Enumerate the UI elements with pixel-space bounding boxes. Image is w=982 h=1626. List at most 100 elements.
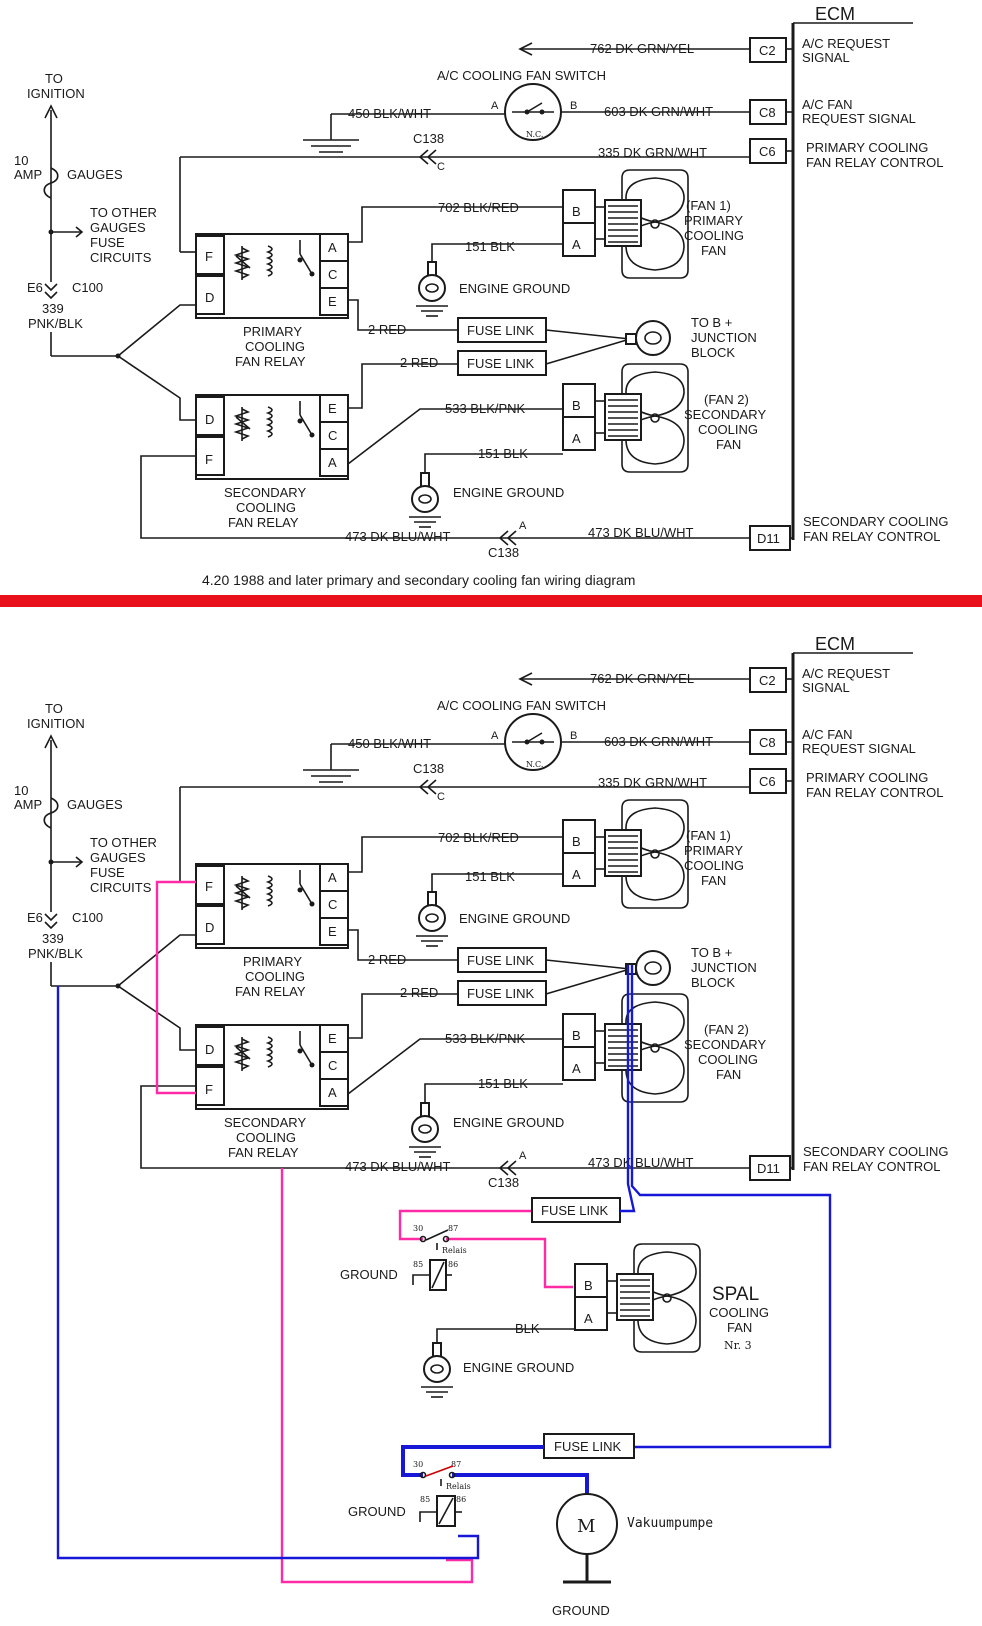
svg-text:A: A	[328, 240, 337, 255]
svg-text:PRIMARY: PRIMARY	[243, 324, 302, 339]
svg-text:Relais: Relais	[442, 1246, 467, 1255]
svg-text:B: B	[572, 1028, 581, 1043]
svg-text:PNK/BLK: PNK/BLK	[28, 946, 83, 961]
svg-text:D: D	[205, 290, 214, 305]
pink-wire-relay-to-spal	[446, 1237, 573, 1289]
svg-text:FAN: FAN	[727, 1320, 752, 1335]
svg-text:FUSE: FUSE	[90, 235, 125, 250]
svg-text:C: C	[437, 791, 445, 803]
vacuum-relay: 30 87 Relais 85 86 GROUND	[348, 1460, 471, 1527]
svg-text:FUSE LINK: FUSE LINK	[467, 323, 535, 338]
svg-text:C: C	[328, 428, 337, 443]
svg-text:FAN RELAY CONTROL: FAN RELAY CONTROL	[806, 155, 944, 170]
svg-text:C100: C100	[72, 280, 103, 295]
svg-text:TO B +: TO B +	[691, 945, 732, 960]
svg-text:FAN RELAY CONTROL: FAN RELAY CONTROL	[806, 785, 944, 800]
svg-text:F: F	[205, 249, 213, 264]
wire-762: 762 DK GRN/YEL	[590, 41, 694, 56]
svg-text:GROUND: GROUND	[552, 1603, 610, 1618]
svg-text:TO: TO	[45, 701, 63, 716]
svg-text:10: 10	[14, 783, 28, 798]
svg-text:A/C REQUEST: A/C REQUEST	[802, 666, 890, 681]
pink-wire-d11-to-relay	[280, 1168, 474, 1584]
svg-text:COOLING: COOLING	[245, 339, 305, 354]
ring-terminal	[635, 320, 671, 356]
svg-text:REQUEST SIGNAL: REQUEST SIGNAL	[802, 111, 916, 126]
svg-text:D: D	[205, 1042, 214, 1057]
wire-335: 335 DK GRN/WHT	[598, 145, 707, 160]
svg-text:151 BLK: 151 BLK	[465, 869, 515, 884]
svg-text:SIGNAL: SIGNAL	[802, 680, 850, 695]
svg-text:SECONDARY COOLING: SECONDARY COOLING	[803, 1144, 948, 1159]
svg-text:PRIMARY: PRIMARY	[684, 213, 743, 228]
svg-text:D11: D11	[757, 531, 780, 546]
svg-text:335 DK GRN/WHT: 335 DK GRN/WHT	[598, 775, 707, 790]
svg-text:(FAN 1): (FAN 1)	[686, 828, 731, 843]
svg-text:JUNCTION: JUNCTION	[691, 960, 757, 975]
svg-text:86: 86	[456, 1495, 466, 1504]
svg-text:2 RED: 2 RED	[400, 985, 438, 1000]
svg-text:ENGINE GROUND: ENGINE GROUND	[453, 485, 564, 500]
wire-450: 450 BLK/WHT	[348, 106, 431, 121]
svg-text:C138: C138	[413, 761, 444, 776]
svg-text:A: A	[328, 455, 337, 470]
svg-text:GAUGES: GAUGES	[90, 850, 146, 865]
blue-wire-junction-vacuum	[630, 965, 832, 1449]
svg-text:B: B	[572, 834, 581, 849]
spal-relay: 30 87 Relais 85 86 GROUND	[340, 1224, 467, 1291]
ac-switch-label: A/C COOLING FAN SWITCH	[437, 68, 606, 83]
svg-text:C: C	[328, 1058, 337, 1073]
svg-text:ENGINE GROUND: ENGINE GROUND	[459, 911, 570, 926]
svg-text:PRIMARY COOLING: PRIMARY COOLING	[806, 140, 928, 155]
svg-text:COOLING: COOLING	[236, 1130, 296, 1145]
svg-text:762 DK GRN/YEL: 762 DK GRN/YEL	[590, 671, 694, 686]
wire-533: 533 BLK/PNK	[445, 401, 526, 416]
svg-text:C8: C8	[759, 735, 776, 750]
svg-text:151 BLK: 151 BLK	[465, 239, 515, 254]
svg-text:(FAN 2): (FAN 2)	[704, 1022, 749, 1037]
svg-text:COOLING: COOLING	[684, 228, 744, 243]
svg-text:FAN RELAY: FAN RELAY	[235, 984, 306, 999]
svg-text:AMP: AMP	[14, 797, 42, 812]
svg-text:IGNITION: IGNITION	[27, 86, 85, 101]
svg-text:IGNITION: IGNITION	[27, 716, 85, 731]
svg-text:FAN: FAN	[701, 243, 726, 258]
modified-diagram: ECM 762 DK GRN/YEL C2 A/C REQUEST SIGNAL…	[14, 634, 948, 1618]
svg-text:N.C.: N.C.	[526, 130, 543, 139]
svg-text:86: 86	[448, 1260, 458, 1269]
svg-text:BLOCK: BLOCK	[691, 345, 735, 360]
svg-text:B: B	[572, 398, 581, 413]
svg-text:A: A	[491, 730, 499, 742]
svg-text:C6: C6	[759, 774, 776, 789]
svg-text:F: F	[205, 879, 213, 894]
svg-text:D11: D11	[757, 1161, 780, 1176]
svg-text:COOLING: COOLING	[709, 1305, 769, 1320]
pink-wire-fuse-to-relay	[398, 1209, 532, 1241]
svg-text:BLK: BLK	[515, 1321, 540, 1336]
gauges-label: GAUGES	[67, 167, 123, 182]
svg-text:E6: E6	[27, 280, 43, 295]
svg-text:30: 30	[413, 1224, 423, 1233]
svg-text:A: A	[328, 870, 337, 885]
svg-text:Relais: Relais	[446, 1482, 471, 1491]
svg-text:COOLING: COOLING	[698, 1052, 758, 1067]
svg-text:N.C.: N.C.	[526, 760, 543, 769]
figure-caption: 4.20 1988 and later primary and secondar…	[202, 572, 635, 588]
svg-text:F: F	[205, 1082, 213, 1097]
svg-text:A: A	[572, 237, 581, 252]
svg-text:A: A	[491, 100, 499, 112]
svg-text:CIRCUITS: CIRCUITS	[90, 880, 152, 895]
svg-text:ENGINE GROUND: ENGINE GROUND	[463, 1360, 574, 1375]
wire-702: 702 BLK/RED	[438, 200, 519, 215]
svg-text:TO B +: TO B +	[691, 315, 732, 330]
svg-text:FUSE LINK: FUSE LINK	[467, 953, 535, 968]
svg-text:A: A	[519, 520, 527, 532]
svg-text:C2: C2	[759, 673, 776, 688]
fuse-link-1	[457, 317, 547, 343]
svg-text:PNK/BLK: PNK/BLK	[28, 316, 83, 331]
svg-text:COOLING: COOLING	[245, 969, 305, 984]
svg-text:FAN RELAY: FAN RELAY	[228, 1145, 299, 1160]
svg-text:2 RED: 2 RED	[368, 952, 406, 967]
svg-text:533 BLK/PNK: 533 BLK/PNK	[445, 1031, 526, 1046]
svg-text:E: E	[328, 924, 337, 939]
